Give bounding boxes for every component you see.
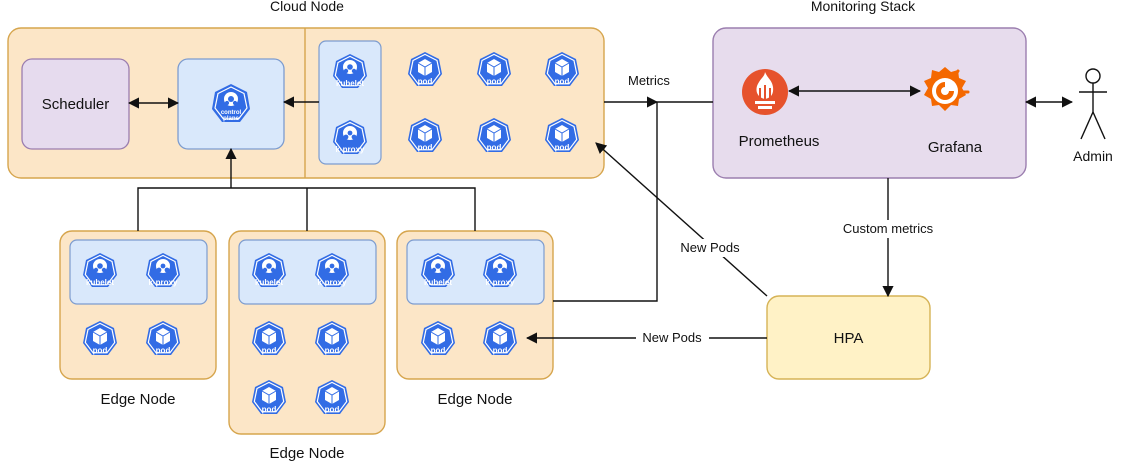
edge-node-3-kubelet-icon: kubelet	[421, 253, 455, 287]
edge-node-1-kubelet-icon: kubelet	[83, 253, 117, 287]
edge-node-1: kubelet k-proxy	[59, 230, 217, 380]
scheduler-label: Scheduler	[42, 96, 110, 113]
metrics-label: Metrics	[628, 73, 670, 88]
k-proxy-icon: k-proxy	[333, 120, 367, 154]
kubelet-icon: kubelet	[333, 54, 367, 88]
control-plane-icon: control plane	[211, 83, 251, 123]
cloud-node: Scheduler control plane kubelet k-proxy	[7, 27, 605, 179]
new-pods-label-lower: New Pods	[642, 330, 702, 345]
cloud-node-title: Cloud Node	[270, 0, 344, 14]
edge-node-2-kubelet-icon: kubelet	[252, 253, 286, 287]
svg-text:kubelet: kubelet	[336, 79, 364, 88]
edge-node-1-k-proxy-icon: k-proxy	[146, 253, 180, 287]
grafana-icon	[924, 67, 970, 111]
grafana-label: Grafana	[928, 139, 983, 156]
edge-node-2-label: Edge Node	[269, 445, 344, 462]
monitoring-stack-title: Monitoring Stack	[811, 0, 916, 14]
hpa-to-cloud-pods-arrow	[595, 142, 768, 297]
edge-node-3: kubelet k-proxy	[396, 230, 554, 380]
svg-text:kubelet: kubelet	[424, 278, 452, 287]
custom-metrics-label: Custom metrics	[843, 221, 934, 236]
svg-text:k-proxy: k-proxy	[318, 278, 347, 287]
admin-label: Admin	[1073, 148, 1113, 164]
svg-text:k-proxy: k-proxy	[486, 278, 515, 287]
edge-node-3-label: Edge Node	[437, 391, 512, 408]
edge-node-2-k-proxy-icon: k-proxy	[315, 253, 349, 287]
admin-actor	[1079, 68, 1107, 140]
svg-text:k-proxy: k-proxy	[336, 145, 365, 154]
prometheus-label: Prometheus	[739, 133, 820, 150]
svg-text:kubelet: kubelet	[86, 278, 114, 287]
svg-text:kubelet: kubelet	[255, 278, 283, 287]
prometheus-icon	[742, 69, 788, 115]
new-pods-label-upper: New Pods	[680, 240, 740, 255]
svg-text:plane: plane	[223, 116, 239, 122]
metrics-connector	[553, 102, 713, 302]
edge-to-control-plane-connector	[137, 149, 476, 231]
svg-text:k-proxy: k-proxy	[149, 278, 178, 287]
edge-node-2: kubelet k-proxy	[228, 230, 386, 435]
svg-text:control: control	[221, 110, 242, 116]
edge-node-3-k-proxy-icon: k-proxy	[483, 253, 517, 287]
monitoring-stack: Prometheus Grafana	[712, 27, 1027, 179]
hpa-label: HPA	[834, 330, 864, 347]
edge-node-1-label: Edge Node	[100, 391, 175, 408]
